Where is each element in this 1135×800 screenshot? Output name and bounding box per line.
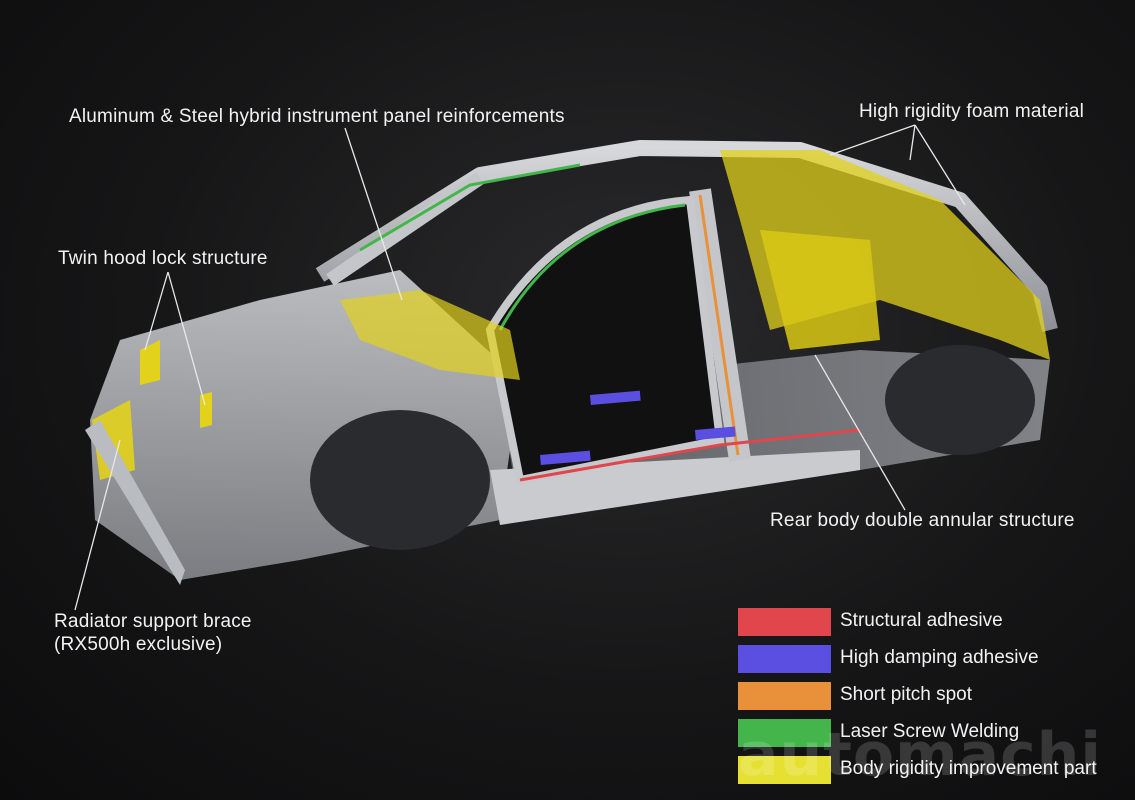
- legend-item: Short pitch spot: [738, 682, 1135, 710]
- laser-welding-line-front: [498, 203, 686, 331]
- legend-label: Laser Screw Welding: [840, 721, 1020, 742]
- legend-item: Body rigidity improvement part: [738, 756, 1135, 784]
- callout-rear-body: Rear body double annular structure: [770, 510, 1075, 531]
- radiator-brace-part: [92, 400, 135, 480]
- leader-instrument-panel: [344, 127, 403, 301]
- callout-hood-lock: Twin hood lock structure: [58, 248, 268, 269]
- callout-radiator-line1: Radiator support brace: [54, 611, 252, 632]
- leader-foam-2: [909, 124, 916, 161]
- front-door-opening: [485, 195, 725, 485]
- rear-rigidity-brace: [760, 230, 880, 350]
- legend-item: Structural adhesive: [738, 608, 1135, 636]
- leader-rear-body: [814, 354, 906, 511]
- laser-welding-line-roof: [359, 163, 581, 252]
- legend-item: Laser Screw Welding: [738, 719, 1135, 747]
- rear-wheel-arch: [885, 345, 1035, 455]
- legend-label: Short pitch spot: [840, 684, 973, 705]
- leader-foam-1: [829, 124, 916, 156]
- callout-foam-material: High rigidity foam material: [859, 101, 1085, 122]
- hood-lock-part: [140, 340, 160, 385]
- legend-swatch: [738, 608, 831, 636]
- legend-label: High damping adhesive: [840, 647, 1039, 668]
- legend-swatch: [738, 719, 831, 747]
- legend-swatch: [738, 682, 831, 710]
- damping-strip-2: [540, 450, 591, 465]
- b-pillar-short-pitch-spot: [698, 194, 740, 456]
- damping-strip-1: [590, 390, 641, 405]
- legend-item: High damping adhesive: [738, 645, 1135, 673]
- damping-strip-3: [695, 426, 736, 440]
- leader-hood-lock-1: [144, 271, 169, 351]
- legend-label: Body rigidity improvement part: [840, 758, 1097, 779]
- structural-adhesive-line: [519, 428, 861, 482]
- callout-instrument-panel: Aluminum & Steel hybrid instrument panel…: [69, 106, 565, 127]
- legend-swatch: [738, 645, 831, 673]
- watermark-logo: automachi: [738, 720, 1102, 790]
- instrument-panel-reinforcement: [340, 290, 520, 380]
- leader-radiator: [74, 439, 121, 611]
- front-wheel-arch: [310, 410, 490, 550]
- front-bumper-beam: [85, 420, 185, 585]
- leader-foam-3: [914, 124, 966, 206]
- hood-lock-part-2: [200, 392, 212, 428]
- legend-label: Structural adhesive: [840, 610, 1003, 631]
- leader-hood-lock-2: [167, 271, 206, 406]
- callout-radiator-line2: (RX500h exclusive): [54, 634, 223, 655]
- legend-swatch: [738, 756, 831, 784]
